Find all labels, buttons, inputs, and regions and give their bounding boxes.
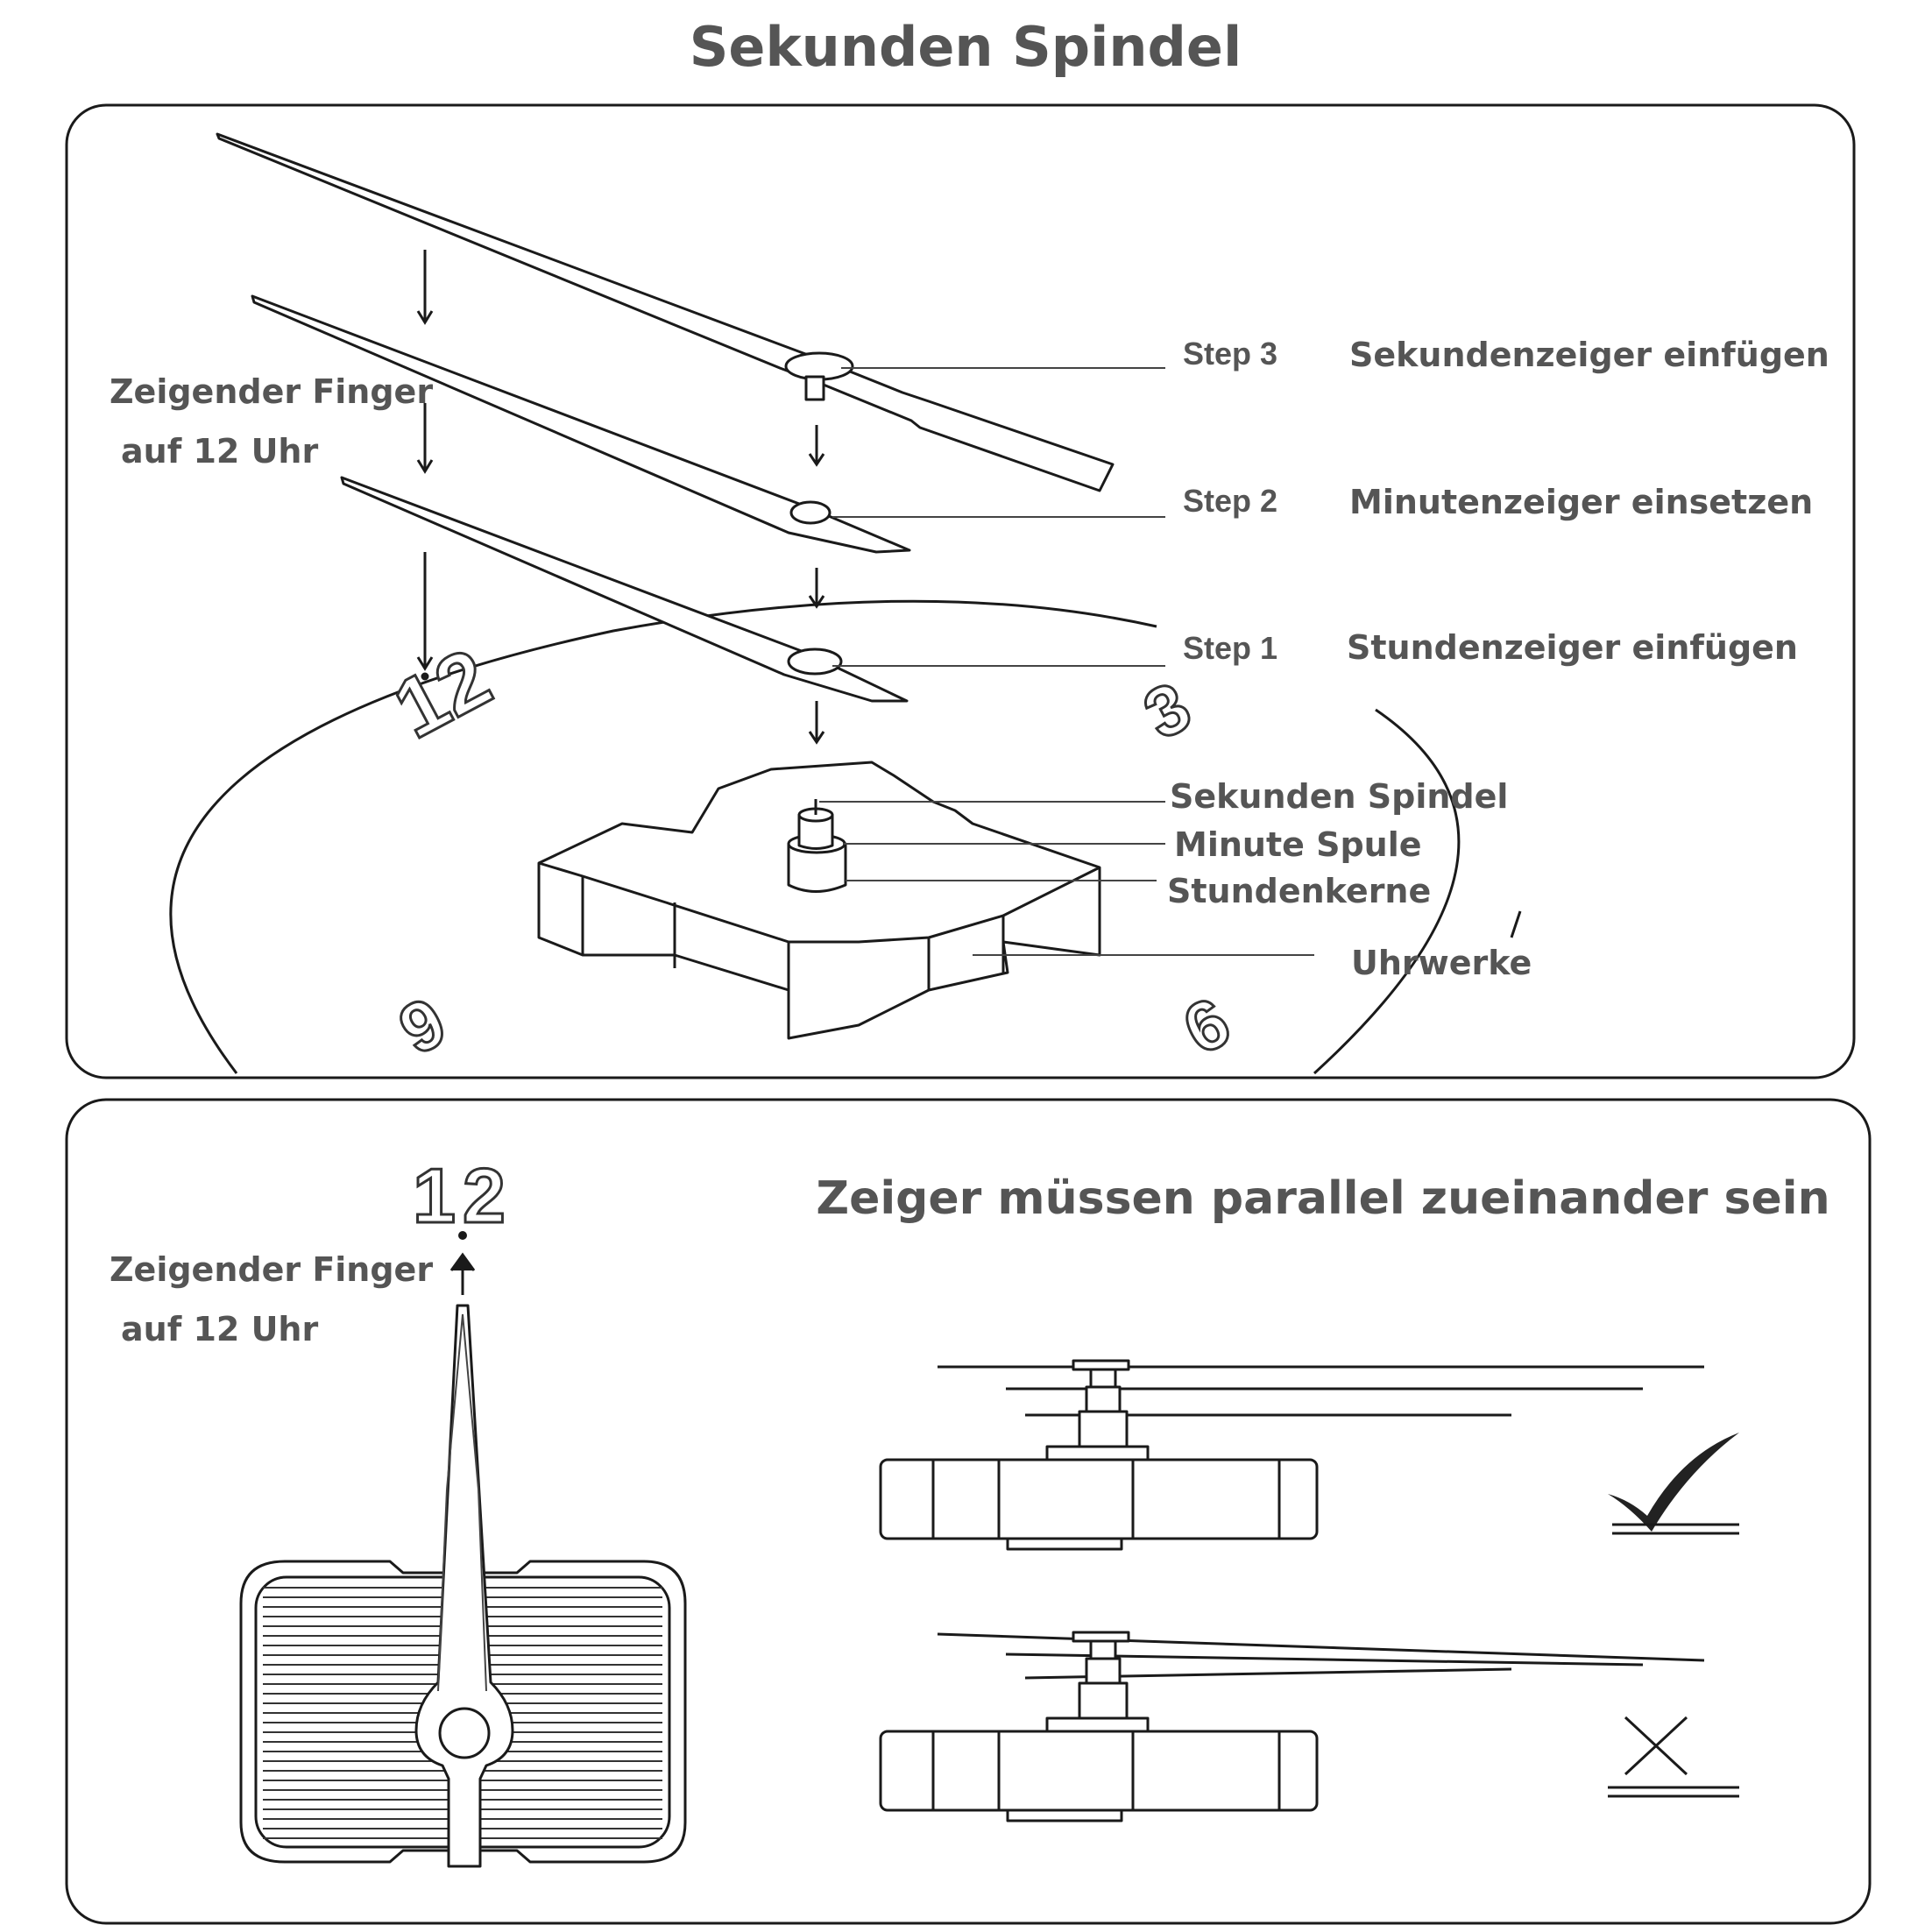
- step-1-text: Stundenzeiger einfügen: [1347, 628, 1798, 667]
- dial-tick: [1510, 910, 1522, 938]
- correct-assembly: [879, 1359, 1704, 1551]
- parallel-heading: Zeiger müssen parallel zueinander sein: [816, 1172, 1829, 1225]
- top-panel-frame: [65, 103, 1856, 1079]
- part-movement: Uhrwerke: [1351, 944, 1532, 982]
- arrows-center: [808, 425, 825, 745]
- pointing-label-bottom-line2: auf 12 Uhr: [121, 1310, 318, 1348]
- dial-number-12: 12: [379, 631, 505, 756]
- dial-number-9: 9: [387, 982, 458, 1069]
- clock-dial-arc-left: [169, 599, 1157, 1074]
- pointing-label-line2: auf 12 Uhr: [121, 432, 318, 471]
- page-title: Sekunden Spindel: [690, 15, 1242, 79]
- clock-movement: [537, 761, 1101, 1040]
- dial-number-6: 6: [1171, 982, 1242, 1069]
- part-second-spindle: Sekunden Spindel: [1170, 777, 1508, 816]
- step-2-label: Step 2: [1183, 483, 1277, 519]
- dial-number-3: 3: [1132, 667, 1203, 754]
- step-2-text: Minutenzeiger einsetzen: [1349, 483, 1813, 521]
- step-3-label: Step 3: [1183, 336, 1277, 372]
- bottom-panel-frame: [65, 1098, 1872, 1925]
- dial-number-12-bottom: 12: [413, 1152, 513, 1239]
- vertical-hand: [414, 1304, 514, 1868]
- minute-hand: [251, 294, 911, 554]
- check-icon: [1608, 1433, 1739, 1535]
- hour-hand: [340, 476, 909, 703]
- cross-icon: [1608, 1716, 1739, 1798]
- leader-lines: [819, 367, 1314, 956]
- wrong-assembly: [879, 1631, 1705, 1822]
- part-hour-core: Stundenkerne: [1167, 872, 1431, 910]
- pointing-label-bottom-line1: Zeigender Finger: [110, 1250, 433, 1289]
- part-minute-spool: Minute Spule: [1174, 825, 1422, 864]
- second-hand: [216, 132, 1115, 492]
- step-1-label: Step 1: [1183, 630, 1277, 666]
- step-3-text: Sekundenzeiger einfügen: [1349, 336, 1829, 374]
- arrows-left: [416, 250, 434, 681]
- arrow-up: [449, 1252, 476, 1295]
- clock-dial-arc-right: [1313, 708, 1461, 1075]
- pointing-label-line1: Zeigender Finger: [110, 372, 433, 411]
- dial-dot: [458, 1231, 467, 1240]
